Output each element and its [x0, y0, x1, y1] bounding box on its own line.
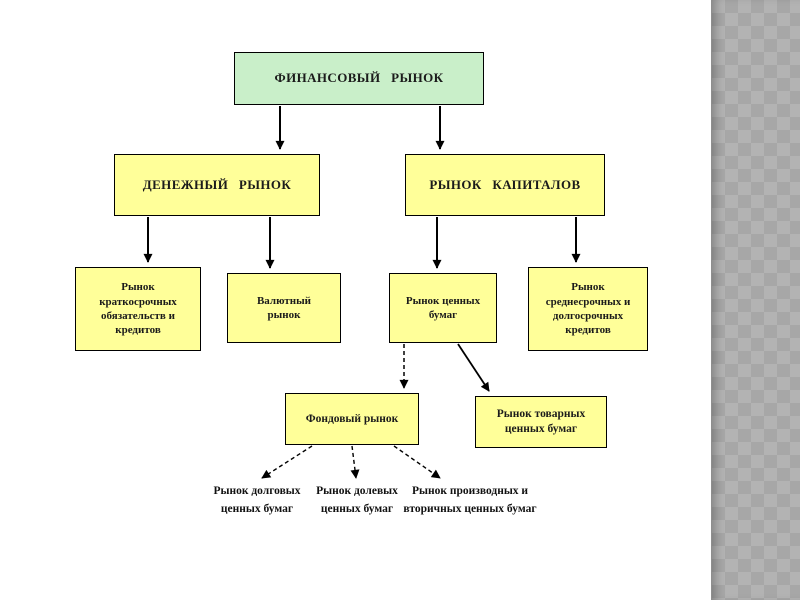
leaf-debt-securities-market: Рынок долговых ценных бумаг: [213, 485, 301, 515]
leaf-equity-securities-market: Рынок долевых ценных бумаг: [316, 485, 398, 515]
leaf-derivative-securities-market: Рынок производных и вторичных ценных бум…: [403, 485, 537, 515]
node-money-market: ДЕНЕЖНЫЙ РЫНОК: [114, 154, 320, 216]
node-medium-long-term-credits-market: Рынок среднесрочных и долгосрочных креди…: [528, 267, 648, 351]
node-securities-market: Рынок ценных бумаг: [389, 273, 497, 343]
node-financial-market: ФИНАНСОВЫЙ РЫНОК: [234, 52, 484, 105]
node-short-term-obligations-market: Рынок краткосрочных обязательств и креди…: [75, 267, 201, 351]
node-currency-market: Валютный рынок: [227, 273, 341, 343]
node-stock-market: Фондовый рынок: [285, 393, 419, 445]
node-capital-market: РЫНОК КАПИТАЛОВ: [405, 154, 605, 216]
decorative-diamond-band: [711, 0, 800, 600]
node-commodity-securities-market: Рынок товарных ценных бумаг: [475, 396, 607, 448]
